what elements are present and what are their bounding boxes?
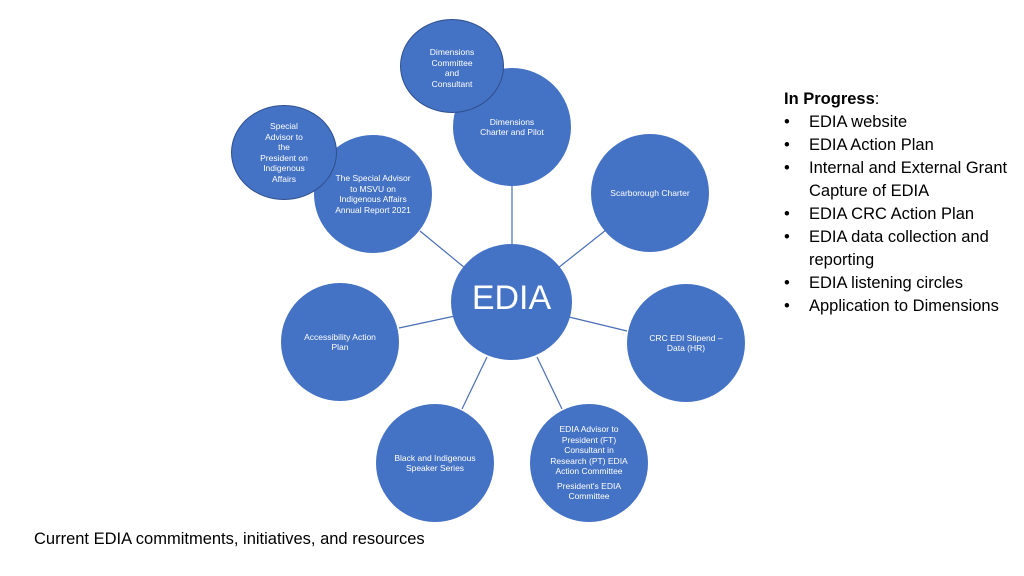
node-special-advisor-label: Special Advisor to the President on Indi… <box>260 121 308 184</box>
bullet-icon: • <box>784 113 790 131</box>
in-progress-title: In Progress <box>784 90 875 108</box>
slide-caption: Current EDIA commitments, initiatives, a… <box>34 530 425 548</box>
connector-msvu <box>419 230 466 269</box>
node-msvu-report-label: The Special Advisor to MSVU on Indigenou… <box>335 173 411 215</box>
in-progress-item: • Application to Dimensions <box>784 295 1020 318</box>
in-progress-item: • EDIA data collection and reporting <box>784 226 1020 272</box>
connector-black <box>461 356 488 410</box>
node-edia-center: EDIA <box>451 244 572 360</box>
in-progress-item-text: EDIA data collection and reporting <box>809 228 989 269</box>
connector-accessibility <box>398 315 456 329</box>
connector-scarborough <box>557 229 607 269</box>
bullet-icon: • <box>784 228 790 246</box>
bullet-icon: • <box>784 297 790 315</box>
in-progress-item: • EDIA Action Plan <box>784 134 1020 157</box>
node-accessibility-plan: Accessibility Action Plan <box>281 283 399 401</box>
node-accessibility-plan-label: Accessibility Action Plan <box>304 331 376 353</box>
node-special-advisor: Special Advisor to the President on Indi… <box>231 105 337 200</box>
node-scarborough-charter: Scarborough Charter <box>591 134 709 252</box>
node-dimensions-committee: Dimensions Committee and Consultant <box>400 19 504 113</box>
node-scarborough-charter-label: Scarborough Charter <box>610 187 690 198</box>
in-progress-item-text: EDIA website <box>809 113 908 131</box>
in-progress-item: • EDIA CRC Action Plan <box>784 203 1020 226</box>
node-crc-stipend: CRC EDI Stipend – Data (HR) <box>627 284 745 402</box>
bullet-icon: • <box>784 159 790 177</box>
in-progress-item: • EDIA listening circles <box>784 272 1020 295</box>
in-progress-item-text: Application to Dimensions <box>809 297 999 315</box>
node-dimensions-charter-label: Dimensions Charter and Pilot <box>480 116 544 138</box>
connector-advisor <box>536 356 563 410</box>
node-dimensions-charter: Dimensions Charter and Pilot <box>453 68 571 186</box>
in-progress-item: • Internal and External Grant Capture of … <box>784 157 1020 203</box>
node-edia-advisor: EDIA Advisor to President (FT) Consultan… <box>530 404 648 522</box>
node-edia-advisor-label: EDIA Advisor to President (FT) Consultan… <box>550 424 628 477</box>
node-presidents-committee-label: President's EDIA Committee <box>557 480 621 502</box>
in-progress-item: • EDIA website <box>784 111 1020 134</box>
in-progress-item-text: EDIA CRC Action Plan <box>809 205 975 223</box>
node-crc-stipend-label: CRC EDI Stipend – Data (HR) <box>649 332 723 354</box>
connector-crc <box>568 316 628 332</box>
bullet-icon: • <box>784 205 790 223</box>
in-progress-heading: In Progress: <box>784 88 1020 111</box>
in-progress-item-text: EDIA Action Plan <box>809 136 934 154</box>
node-dimensions-committee-label: Dimensions Committee and Consultant <box>429 47 475 89</box>
in-progress-list: • EDIA website • EDIA Action Plan • Internal … <box>784 111 1020 318</box>
bullet-icon: • <box>784 274 790 292</box>
in-progress-panel: In Progress: • EDIA website • EDIA Action P… <box>784 88 1020 318</box>
in-progress-item-text: EDIA listening circles <box>809 274 964 292</box>
node-speaker-series: Black and Indigenous Speaker Series <box>376 404 494 522</box>
node-speaker-series-label: Black and Indigenous Speaker Series <box>394 452 476 474</box>
node-edia-center-label: EDIA <box>471 279 552 317</box>
in-progress-item-text: Internal and External Grant Capture of E… <box>809 159 1008 200</box>
bullet-icon: • <box>784 136 790 154</box>
in-progress-colon: : <box>874 90 880 108</box>
